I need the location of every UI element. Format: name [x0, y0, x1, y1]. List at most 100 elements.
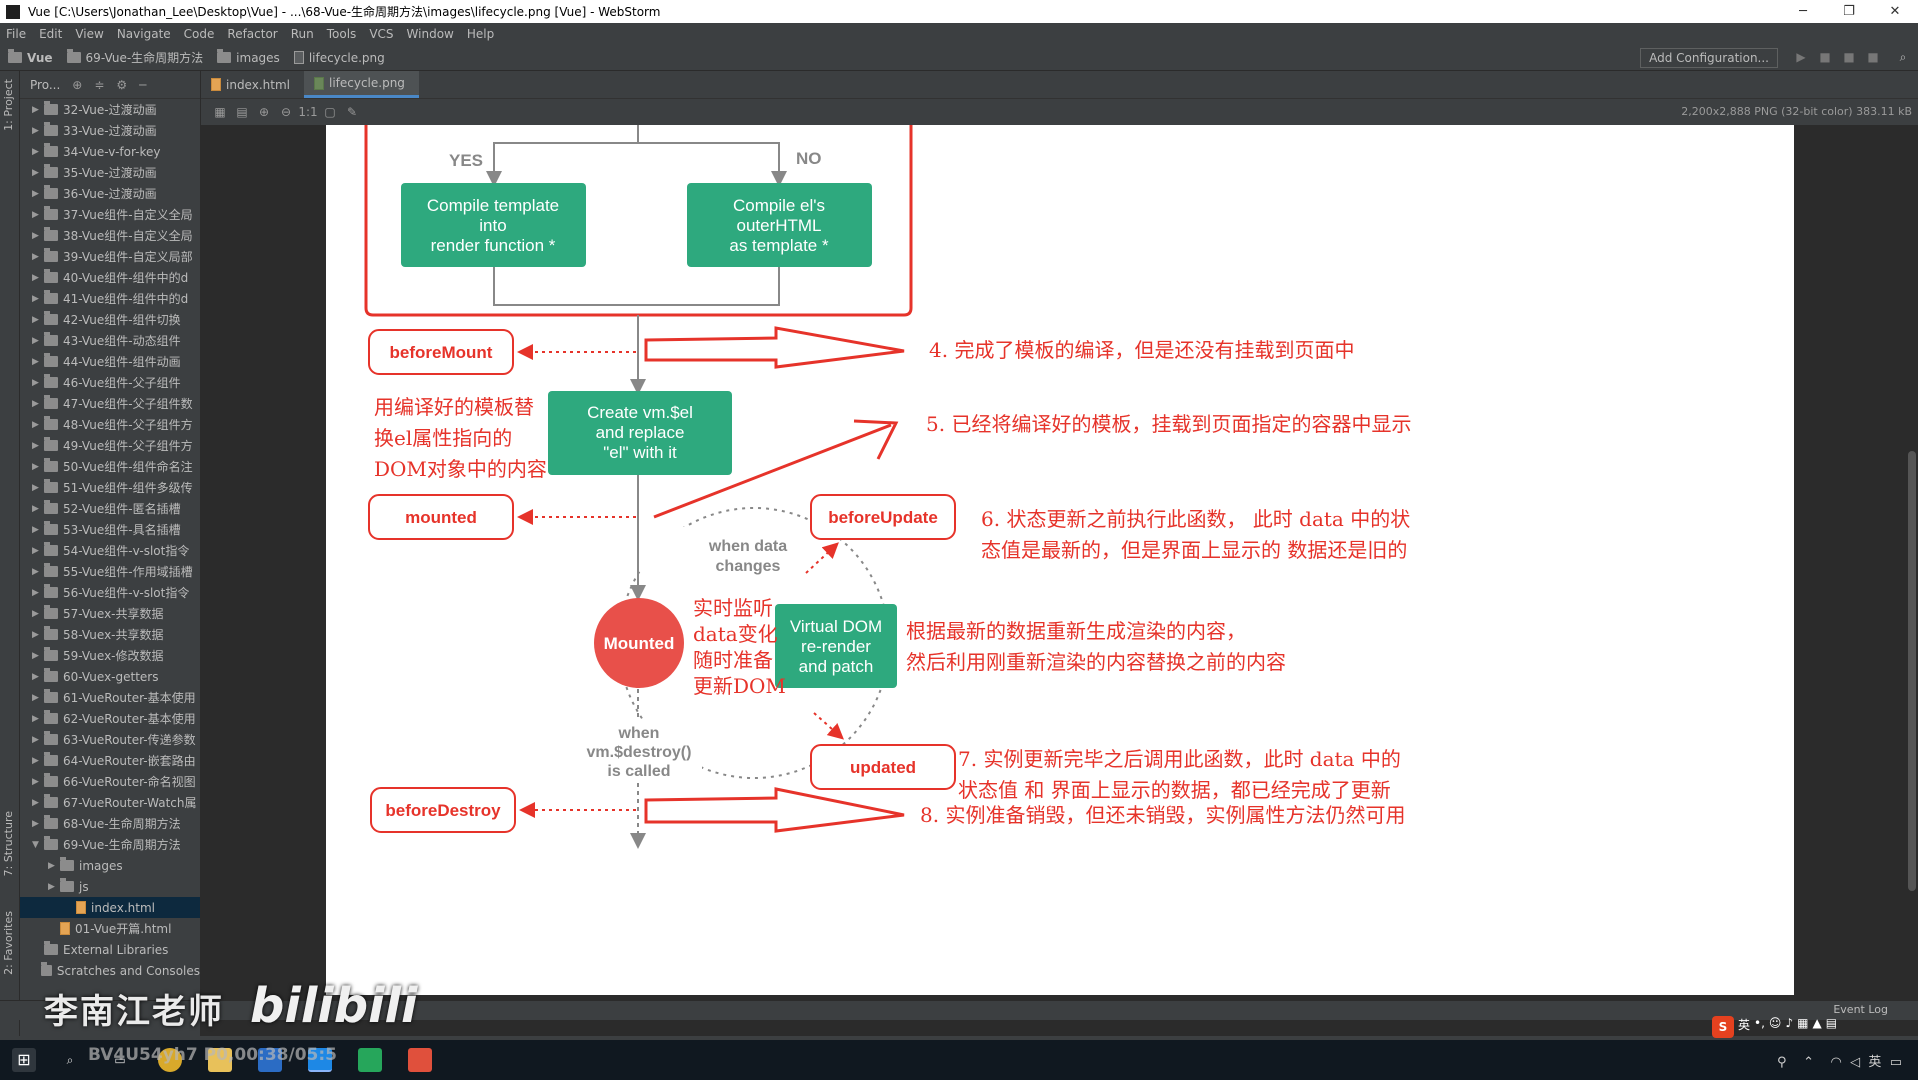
chevron-right-icon[interactable]: ▶ — [32, 524, 39, 535]
chevron-right-icon[interactable]: ▶ — [32, 797, 39, 808]
project-tree-item[interactable]: ▶47-Vue组件-父子组件数 — [20, 393, 200, 414]
maximize-button[interactable]: ❐ — [1843, 4, 1855, 19]
chevron-right-icon[interactable]: ▶ — [32, 482, 39, 493]
menu-edit[interactable]: Edit — [39, 27, 63, 41]
notification-icon[interactable]: ▭ — [1889, 1055, 1902, 1070]
chevron-right-icon[interactable]: ▶ — [32, 755, 39, 766]
recorder-icon[interactable] — [408, 1048, 432, 1072]
project-tree-item[interactable]: Scratches and Consoles — [20, 960, 200, 981]
menu-refactor[interactable]: Refactor — [227, 27, 278, 41]
vertical-scrollbar[interactable] — [1908, 451, 1916, 891]
file-explorer-icon[interactable] — [208, 1048, 232, 1072]
chevron-right-icon[interactable]: ▶ — [32, 335, 39, 346]
stop-icon[interactable]: ■ — [1867, 50, 1879, 64]
project-tree-item[interactable]: ▼69-Vue-生命周期方法 — [20, 834, 200, 855]
chrome-icon[interactable] — [158, 1048, 182, 1072]
ime-punct-icon[interactable]: •, — [1754, 1016, 1765, 1030]
project-tree-item[interactable]: ▶49-Vue组件-父子组件方 — [20, 435, 200, 456]
chevron-right-icon[interactable]: ▶ — [32, 356, 39, 367]
chevron-right-icon[interactable]: ▶ — [32, 230, 39, 241]
coverage-icon[interactable]: ■ — [1843, 50, 1855, 64]
target-icon[interactable]: ⊕ — [72, 77, 83, 92]
menu-code[interactable]: Code — [183, 27, 215, 41]
minimize-button[interactable]: ─ — [1799, 4, 1807, 19]
menu-help[interactable]: Help — [466, 27, 495, 41]
project-tree-item[interactable]: ▶48-Vue组件-父子组件方 — [20, 414, 200, 435]
people-icon[interactable]: ⚲ — [1777, 1055, 1787, 1070]
hide-icon[interactable]: ─ — [139, 77, 147, 92]
project-tree-item[interactable]: ▶67-VueRouter-Watch属 — [20, 792, 200, 813]
project-tree-item[interactable]: ▶54-Vue组件-v-slot指令 — [20, 540, 200, 561]
windows-start-icon[interactable]: ⊞ — [12, 1048, 36, 1072]
chevron-right-icon[interactable]: ▶ — [32, 461, 39, 472]
project-tree-item[interactable]: ▶57-Vuex-共享数据 — [20, 603, 200, 624]
chevron-right-icon[interactable]: ▶ — [32, 692, 39, 703]
pixel-grid-icon[interactable]: ▤ — [236, 105, 248, 119]
project-tree-item[interactable]: ▶43-Vue组件-动态组件 — [20, 330, 200, 351]
breadcrumb-file[interactable]: lifecycle.png — [293, 51, 385, 65]
breadcrumb-project-folder[interactable]: 69-Vue-生命周期方法 — [66, 49, 203, 66]
add-configuration-button[interactable]: Add Configuration... — [1640, 48, 1778, 68]
sogou-ime-icon[interactable]: S — [1712, 1016, 1734, 1038]
project-tree-item[interactable]: ▶51-Vue组件-组件多级传 — [20, 477, 200, 498]
chevron-right-icon[interactable]: ▶ — [32, 104, 39, 115]
project-tree-item[interactable]: ▶44-Vue组件-组件动画 — [20, 351, 200, 372]
project-tree-item[interactable]: ▶56-Vue组件-v-slot指令 — [20, 582, 200, 603]
chevron-right-icon[interactable]: ▶ — [32, 608, 39, 619]
collapse-icon[interactable]: ≑ — [94, 77, 105, 92]
project-tree-item[interactable]: External Libraries — [20, 939, 200, 960]
chevron-right-icon[interactable]: ▶ — [32, 146, 39, 157]
chevron-right-icon[interactable]: ▶ — [32, 440, 39, 451]
chevron-right-icon[interactable]: ▶ — [32, 629, 39, 640]
chevron-right-icon[interactable]: ▶ — [48, 860, 55, 871]
volume-icon[interactable]: ◁ — [1850, 1055, 1861, 1070]
project-tree-item[interactable]: ▶62-VueRouter-基本使用 — [20, 708, 200, 729]
tab-lifecycle-png[interactable]: lifecycle.png — [303, 71, 419, 98]
project-tree-item[interactable]: ▶40-Vue组件-组件中的d — [20, 267, 200, 288]
project-tree-item[interactable]: ▶38-Vue组件-自定义全局 — [20, 225, 200, 246]
run-icon[interactable]: ▶ — [1796, 50, 1806, 64]
chevron-down-icon[interactable]: ▼ — [32, 839, 39, 850]
chevron-right-icon[interactable]: ▶ — [32, 587, 39, 598]
ime-skin-icon[interactable]: ▲ — [1812, 1016, 1822, 1030]
ime-menu-icon[interactable]: ▤ — [1825, 1016, 1838, 1030]
project-tree-item[interactable]: ▶60-Vuex-getters — [20, 666, 200, 687]
zoom-in-icon[interactable]: ⊕ — [258, 105, 270, 119]
menu-navigate[interactable]: Navigate — [116, 27, 171, 41]
network-icon[interactable]: ◠ — [1830, 1055, 1842, 1070]
tab-index-html[interactable]: index.html — [201, 71, 304, 98]
project-tree-item[interactable]: ▶37-Vue组件-自定义全局 — [20, 204, 200, 225]
task-view-icon[interactable]: ▭ — [114, 1053, 126, 1067]
chevron-right-icon[interactable]: ▶ — [32, 545, 39, 556]
menu-view[interactable]: View — [75, 27, 104, 41]
project-tree-item[interactable]: ▶61-VueRouter-基本使用 — [20, 687, 200, 708]
ime-tray-icon[interactable]: 英 — [1868, 1055, 1882, 1070]
project-tree-item[interactable]: ▶50-Vue组件-组件命名注 — [20, 456, 200, 477]
project-tree-item[interactable]: ▶images — [20, 855, 200, 876]
project-tree-item[interactable]: ▶64-VueRouter-嵌套路由 — [20, 750, 200, 771]
actual-size-icon[interactable]: 1:1 — [298, 105, 318, 119]
fit-zoom-icon[interactable]: ▢ — [324, 105, 336, 119]
chevron-right-icon[interactable]: ▶ — [32, 272, 39, 283]
chevron-right-icon[interactable]: ▶ — [48, 881, 55, 892]
chevron-right-icon[interactable]: ▶ — [32, 503, 39, 514]
background-grid-icon[interactable]: ▦ — [214, 105, 226, 119]
menu-run[interactable]: Run — [290, 27, 314, 41]
webstorm-taskbar-icon[interactable] — [308, 1048, 332, 1072]
project-tree-item[interactable]: ▶55-Vue组件-作用域插槽 — [20, 561, 200, 582]
chevron-right-icon[interactable]: ▶ — [32, 734, 39, 745]
project-tree-item[interactable]: ▶53-Vue组件-具名插槽 — [20, 519, 200, 540]
project-tool-tab[interactable]: 1: Project — [2, 79, 15, 131]
ime-mic-icon[interactable]: ♪ — [1785, 1016, 1794, 1030]
chevron-right-icon[interactable]: ▶ — [32, 671, 39, 682]
project-tree-item[interactable]: ▶42-Vue组件-组件切换 — [20, 309, 200, 330]
project-tree-item[interactable]: ▶js — [20, 876, 200, 897]
menu-vcs[interactable]: VCS — [369, 27, 394, 41]
chevron-right-icon[interactable]: ▶ — [32, 209, 39, 220]
project-tree-item[interactable]: 01-Vue开篇.html — [20, 918, 200, 939]
chevron-right-icon[interactable]: ▶ — [32, 776, 39, 787]
project-tree-item[interactable]: ▶33-Vue-过渡动画 — [20, 120, 200, 141]
color-picker-icon[interactable]: ✎ — [346, 105, 358, 119]
chevron-right-icon[interactable]: ▶ — [32, 188, 39, 199]
chevron-right-icon[interactable]: ▶ — [32, 167, 39, 178]
